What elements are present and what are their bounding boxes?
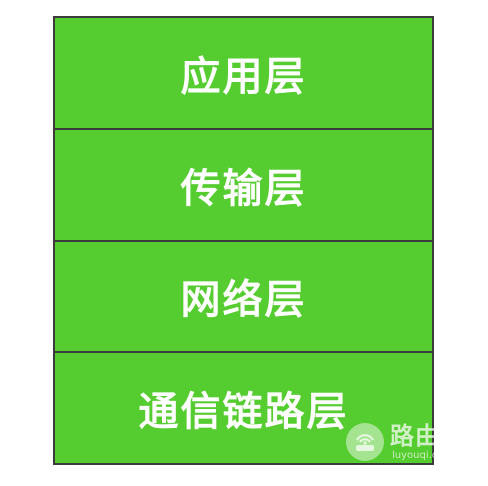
layer-transport: 传输层 bbox=[55, 129, 432, 242]
watermark-url: luyouqi.com bbox=[392, 449, 454, 461]
router-logo-icon bbox=[346, 423, 384, 461]
layer-label: 应用层 bbox=[180, 53, 307, 100]
layer-label: 通信链路层 bbox=[138, 389, 349, 436]
watermark-title: 路由器 bbox=[390, 421, 465, 450]
watermark-text: 路由器 luyouqi.com bbox=[390, 424, 465, 461]
layer-network: 网络层 bbox=[55, 241, 432, 354]
layer-label: 传输层 bbox=[180, 165, 307, 212]
layer-link: 通信链路层 bbox=[55, 353, 432, 463]
layer-application: 应用层 bbox=[55, 18, 432, 130]
layer-label: 网络层 bbox=[180, 277, 307, 324]
watermark: 路由器 luyouqi.com bbox=[346, 418, 476, 466]
protocol-layer-stack: 应用层 传输层 网络层 通信链路层 bbox=[53, 16, 434, 465]
